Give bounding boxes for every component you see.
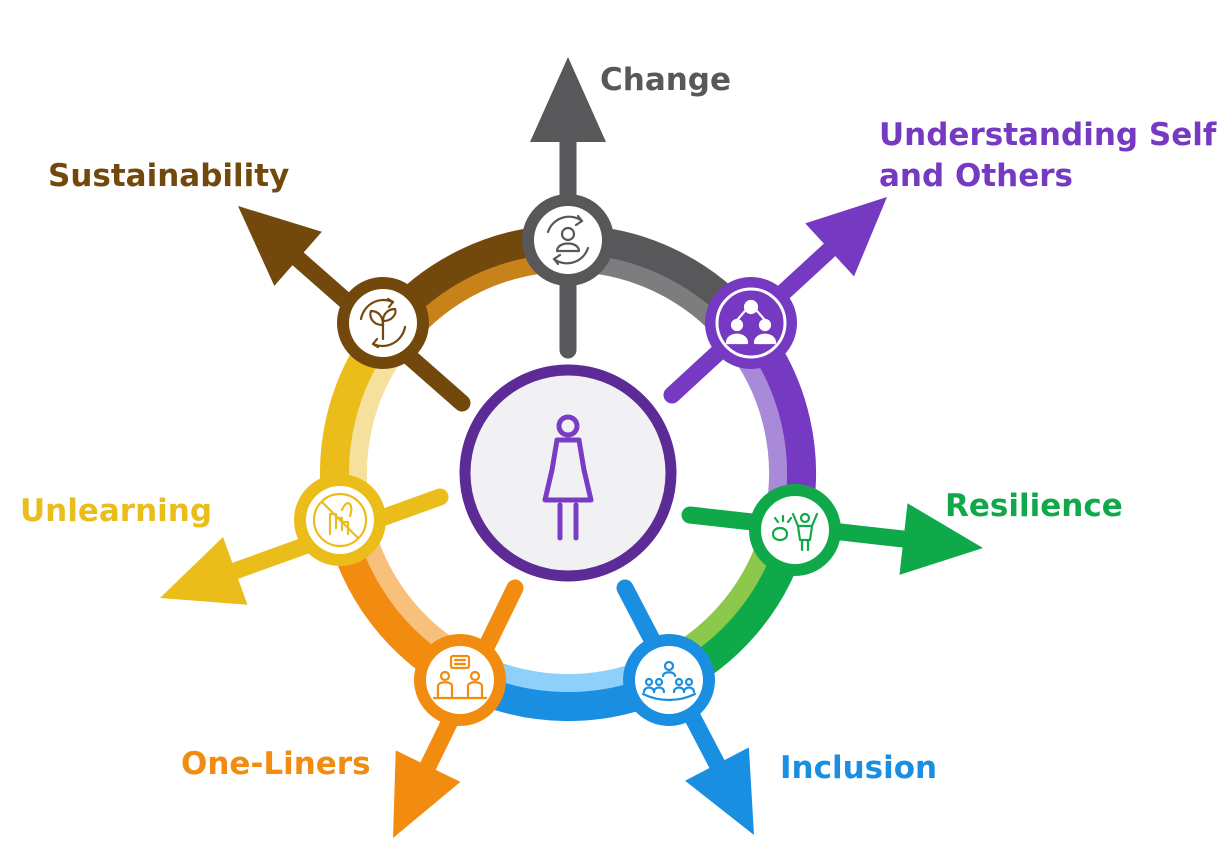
labels: Change Understanding Self and Others Res…: [20, 62, 1227, 786]
arrowhead-inclusion: [685, 747, 754, 835]
understanding-node-face: [715, 287, 787, 359]
plant-cycle-icon: [359, 297, 407, 349]
inclusion-node-face: [635, 646, 703, 714]
label-one-liners: One-Liners: [181, 746, 371, 782]
arrowhead-change: [530, 57, 606, 142]
person-icon: [542, 414, 594, 541]
arrowhead-one-liners: [393, 750, 461, 838]
sustainability-node: [337, 277, 429, 369]
conversation-icon: [432, 654, 488, 700]
label-sustainability: Sustainability: [48, 158, 289, 194]
unlearning-node: [294, 474, 386, 566]
resilience-node: [749, 484, 841, 576]
arrowhead-resilience: [899, 503, 983, 575]
two-people-connection-icon: [725, 299, 777, 345]
understanding-node: [705, 277, 797, 369]
one-liners-node: [414, 634, 506, 726]
label-resilience: Resilience: [945, 488, 1123, 524]
label-change: Change: [600, 62, 731, 98]
inclusion-node: [623, 634, 715, 726]
resilience-node-face: [761, 496, 829, 564]
arrowhead-unlearning: [160, 536, 248, 605]
center-node: [459, 364, 677, 582]
center-circle: [459, 364, 677, 582]
no-learning-icon: [312, 492, 368, 548]
label-unlearning: Unlearning: [20, 493, 212, 529]
group-people-icon: [641, 660, 697, 702]
person-cycle-icon: [546, 214, 590, 266]
label-inclusion: Inclusion: [780, 750, 937, 786]
arrowhead-sustainability: [238, 206, 322, 286]
celebrating-people-icon: [771, 512, 819, 552]
label-understanding-self-and-others: Understanding Self and Others: [879, 117, 1227, 194]
change-node: [522, 194, 614, 286]
arrowhead-understanding: [805, 197, 887, 277]
icon-nodes: [294, 194, 841, 726]
